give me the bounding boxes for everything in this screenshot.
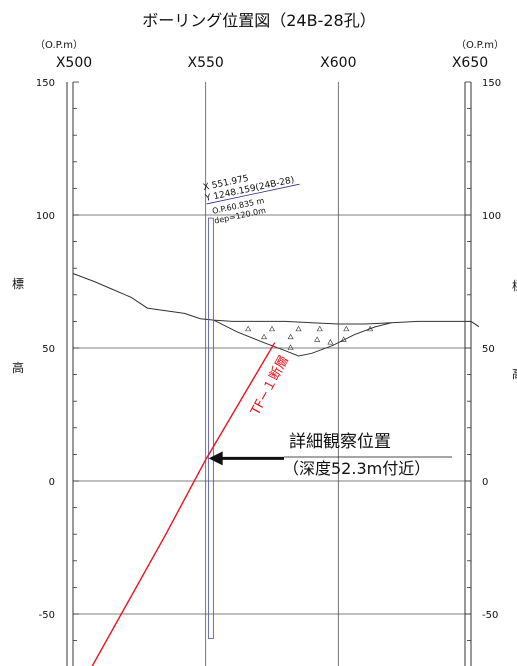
- diagram-title: ボーリング位置図（24B-28孔）: [142, 11, 375, 30]
- y-tick-label-right-0: 0: [482, 477, 488, 488]
- fill-base-line: [213, 319, 392, 357]
- x-tick-label-600: X600: [320, 55, 356, 71]
- annotation-line-1: 詳細観察位置: [289, 432, 391, 452]
- x-tick-label-550: X550: [188, 55, 224, 71]
- borehole-info: X 551.975 Y 1248.159(24B-28) O.P.60.835 …: [202, 174, 300, 226]
- ground-surface-layer: [72, 273, 480, 357]
- ground-surface-line: [72, 273, 480, 328]
- y-axis-right-label-char-1: 標: [512, 279, 517, 293]
- fault-line: [91, 342, 276, 666]
- y-tick-label-right-150: 150: [482, 78, 501, 89]
- y-axis-ticks: 150 150 100 100 50 50 0 0 -50 -50: [36, 78, 501, 621]
- fill-triangle-symbol: [245, 325, 252, 332]
- fill-triangle-symbol: [295, 325, 302, 332]
- x-tick-label-500: X500: [56, 55, 92, 71]
- borehole-info-leader: [206, 183, 300, 205]
- fill-triangle-symbol: [314, 336, 321, 342]
- y-axis-label-char-1: 標: [12, 277, 24, 291]
- x-axis-ticks: X500 X550 X600 X650: [56, 55, 488, 71]
- fill-triangle-symbol: [327, 339, 334, 345]
- fill-triangle-symbol: [268, 325, 276, 332]
- annotation-arrow-head: [208, 451, 223, 466]
- unit-label-right: （O.P.m）: [456, 39, 504, 51]
- fill-triangle-symbol: [367, 325, 374, 332]
- fill-triangle-symbol: [261, 333, 268, 340]
- y-tick-label-left-0: 0: [49, 477, 55, 488]
- y-tick-label-right-100: 100: [482, 211, 501, 222]
- x-tick-label-650: X650: [452, 55, 488, 71]
- y-tick-label-left-100: 100: [36, 211, 55, 222]
- fill-triangle-symbol: [287, 333, 294, 340]
- y-axis-right-label-char-2: 高: [512, 366, 517, 381]
- fault-label: TF−１断層: [248, 353, 292, 419]
- borehole-shaft: [207, 217, 214, 639]
- fill-triangle-symbol: [340, 336, 347, 342]
- unit-label-left: （O.P.m）: [35, 39, 83, 51]
- y-tick-label-right-50: 50: [482, 344, 495, 355]
- fill-triangle-symbol: [343, 325, 350, 332]
- y-tick-label-right--50: -50: [482, 610, 498, 621]
- fault-layer: [91, 342, 276, 666]
- annotation-line-2: （深度52.3m付近）: [283, 459, 430, 478]
- y-tick-label-left--50: -50: [39, 610, 55, 621]
- borehole-layer: [207, 217, 214, 639]
- fill-triangle-symbol: [287, 344, 294, 350]
- fill-triangle-symbol: [316, 325, 323, 332]
- y-tick-label-left-50: 50: [42, 344, 55, 355]
- observation-annotation: [208, 451, 452, 466]
- y-axis-label-char-2: 高: [12, 360, 24, 375]
- grid-lines: [66, 81, 472, 666]
- y-tick-label-left-150: 150: [36, 78, 55, 89]
